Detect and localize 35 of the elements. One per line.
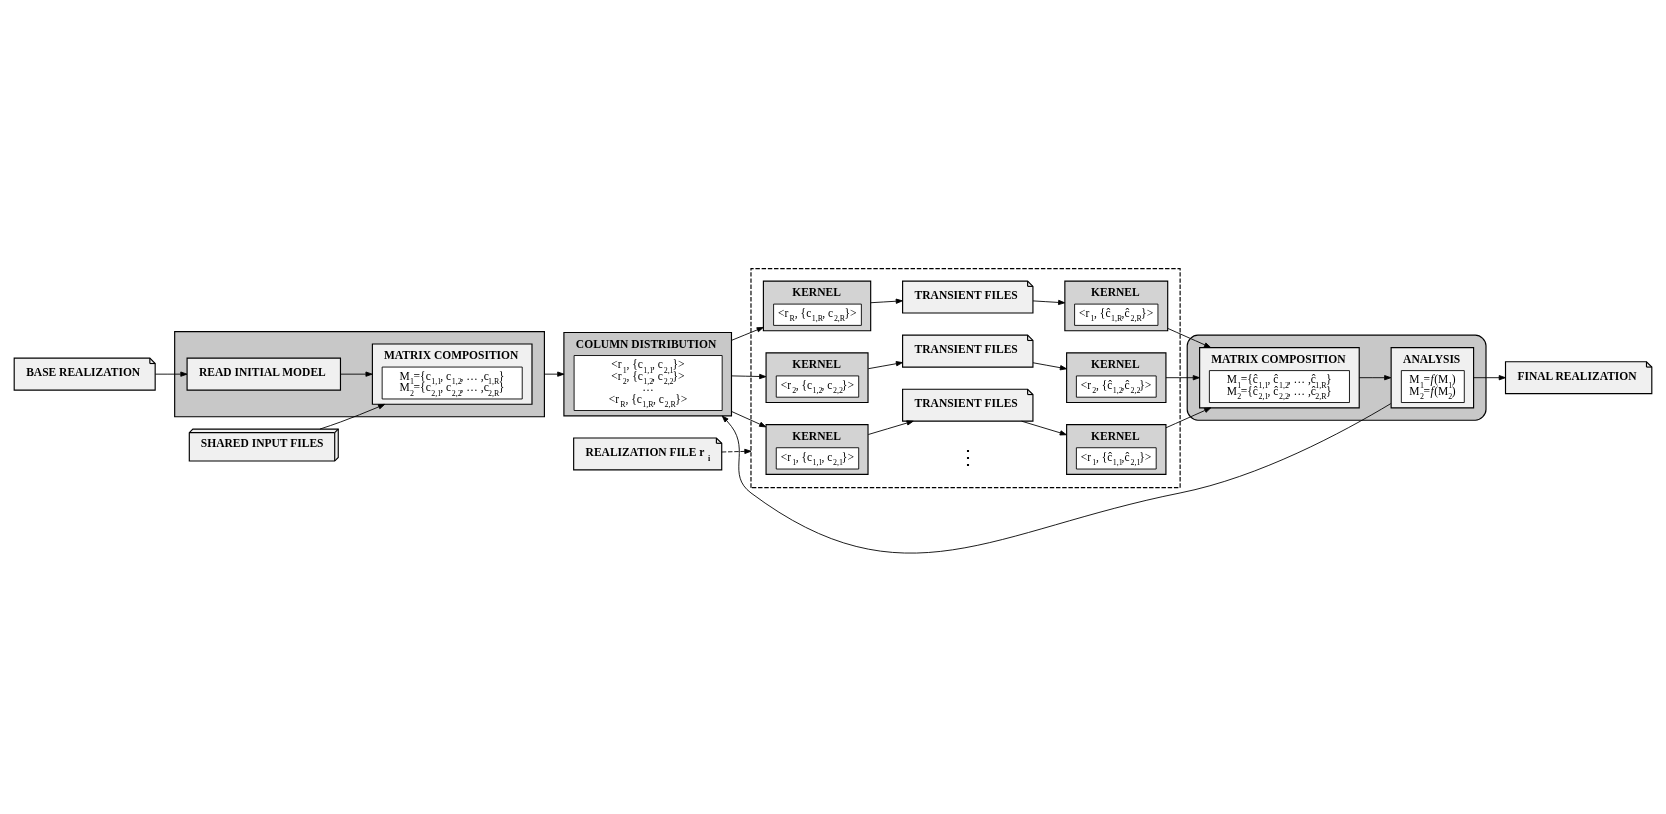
node-box: KERNEL <r$_{2}$, {ĉ$_{1,2}$,ĉ$_{2,2}$}> — [1066, 351, 1167, 403]
arrow — [154, 371, 188, 377]
cluster — [750, 267, 1181, 488]
cluster — [174, 330, 545, 417]
arrow — [721, 402, 1392, 553]
arrow — [867, 419, 914, 435]
arrow — [1165, 374, 1200, 380]
node-box: KERNEL <r$_{1}$, {ĉ$_{1,R}$,ĉ$_{2,R}$}> — [1064, 279, 1169, 331]
node-box: KERNEL <r$_{2}$, {c$_{1,2}$, c$_{2,2}$}> — [765, 351, 869, 403]
node-box: READ INITIAL MODEL — [186, 357, 342, 391]
label: ⋮ — [957, 446, 978, 468]
arrow — [721, 448, 752, 454]
node-box: KERNEL <r$_{R}$, {c$_{1,R}$, c$_{2,R}$}> — [762, 279, 872, 331]
node-box: KERNEL <r$_{1}$, {ĉ$_{1,1}$,ĉ$_{2,1}$}> — [1066, 423, 1167, 475]
arrow — [867, 360, 903, 369]
arrow — [1032, 361, 1067, 370]
arrow — [1167, 327, 1212, 348]
cluster — [1186, 334, 1487, 421]
arrow — [1473, 374, 1506, 380]
node-box: MATRIX COMPOSITION M$_{1}$={c$_{1,1}$, c$_{1,2}$, … ,c$_{1,R}$} M$_{2}$={c$_{2,1}$, c$_{2,2}$, … ,c$_{2,R}$} — [371, 342, 533, 405]
node-box: ANALYSIS M$_{1}$=f(M$_{1}$) M$_{2}$=f(M$_{2}$) — [1390, 346, 1475, 408]
arrow — [340, 371, 373, 377]
node-box: MATRIX COMPOSITION M$_{1}$={ĉ$_{1,1}$, ĉ$_{1,2}$, … ,ĉ$_{1,R}$} M$_{2}$={ĉ$_{2,1}$, ĉ$_{2,2}$, … ,ĉ$_{2,R}$} — [1199, 346, 1360, 408]
node-box: COLUMN DISTRIBUTION <r$_{1}$, {c$_{1,1}$, c$_{2,1}$}> <r$_{2}$, {c$_{1,2}$, c$_{2,2}$}> … <r$_{R}$, {c$_{1,R}$, c$_{2,R}$}> — [563, 331, 733, 416]
arrow — [731, 410, 767, 427]
arrow — [543, 371, 565, 377]
arrow — [731, 326, 764, 341]
arrow — [1021, 420, 1067, 435]
node-box: KERNEL <r$_{1}$, {c$_{1,1}$, c$_{2,1}$}> — [765, 423, 869, 475]
arrow — [870, 298, 903, 304]
arrow — [1165, 406, 1212, 428]
arrow — [319, 403, 386, 429]
arrow — [1359, 374, 1392, 380]
arrow — [1032, 299, 1066, 305]
arrow — [731, 373, 767, 379]
